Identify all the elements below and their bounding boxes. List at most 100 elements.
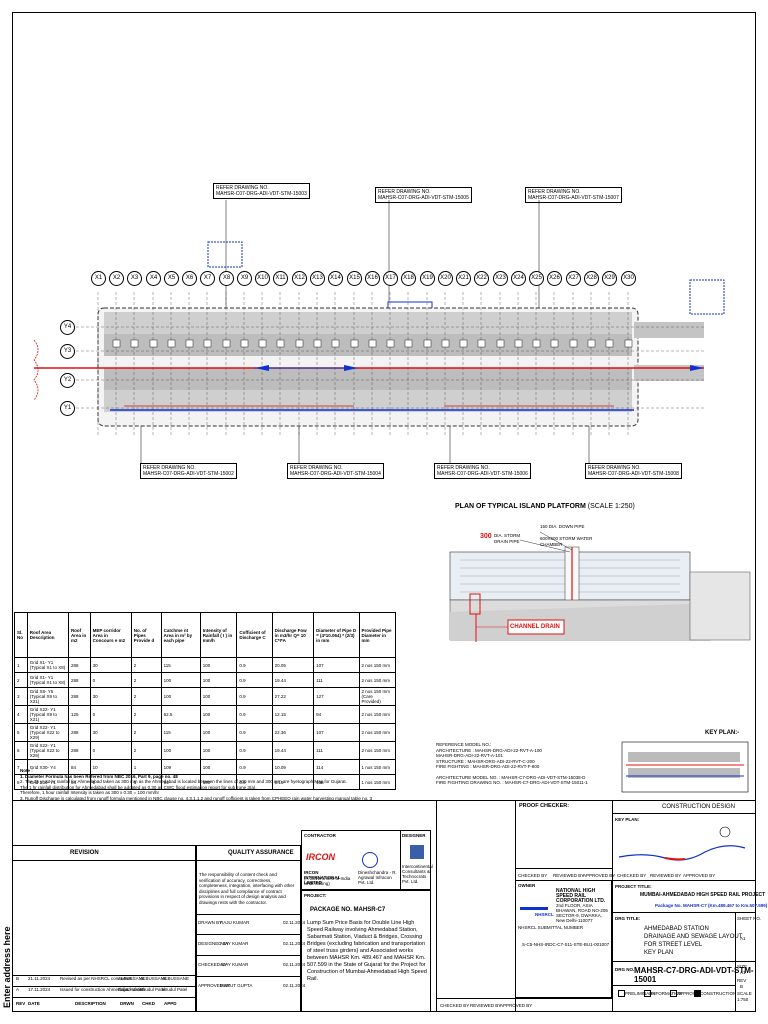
key-plan-diagram [621,741,749,793]
calc-cell: 3 [14,687,28,706]
label-down-pipe: 150 DIA. DOWN PIPE [540,524,585,529]
refer-box-bottom-4: REFER DRAWING NO.MAHSR-C07-DRG-ADI-VDT-S… [585,463,682,479]
calc-cell: 2 nos 150 mm [358,672,396,688]
calc-header-cell: Catchme nt Area in m² by each pipe [160,612,201,658]
project-package: Package No. MAHSR-C7 (Km.489.467 to Km.5… [655,903,768,908]
route-key-plan [618,826,746,861]
calc-cell: 100 [199,687,238,706]
calc-cell: 1 [14,657,28,673]
contractor-block [301,830,431,890]
grid-column-x7: X7 [200,271,215,286]
station-plan [33,200,725,464]
calc-header-cell: Diameter of Pipe D = (4*10.064) * (2/3) … [313,612,360,658]
grid-column-x16: X16 [365,271,380,286]
island-platform-section [449,531,751,642]
grid-column-x27: X27 [566,271,581,286]
label-storm-chamber: 600X600 STORM WATER CHAMBER [540,536,593,547]
calc-cell: 94 [160,774,201,790]
grid-column-x22: X22 [474,271,489,286]
calc-cell: Grid X1- Y1 (Typical X1 to X8) [26,657,69,673]
key-plan-label: KEY PLAN:- [705,730,740,736]
revision-block [12,845,196,1012]
calc-cell: 100 [160,741,201,760]
calc-cell: 0.9 [236,657,273,673]
calc-cell: 2 [130,741,162,760]
calc-cell: 0.9 [236,672,273,688]
calc-cell: 288 [67,723,91,742]
grid-column-x17: X17 [383,271,398,286]
calc-cell: 4 [14,705,28,724]
label-storm-drain: DIA. STORM DRAIN PIPE [494,533,521,544]
grid-column-x15: X15 [347,271,362,286]
grid-column-x1: X1 [91,271,106,286]
calc-cell: 94 [313,705,360,724]
calc-cell: 114 [313,759,360,775]
calc-cell: 288 [67,687,91,706]
grid-column-x6: X6 [182,271,197,286]
calc-cell: 2 [130,672,162,688]
calc-cell: 0.9 [236,723,273,742]
calc-header-cell: Intensity of Rainfall ( I ) in mm/h [199,612,238,658]
calc-cell: Grid X22- Y1 (Typical X22 to X29) [26,741,69,760]
calc-cell: 2 nos 150 mm [358,657,396,673]
status-approval-checkbox[interactable] [670,990,677,997]
grid-column-x2: X2 [109,271,124,286]
drawing-number: MAHSR-C7-DRG-ADI-VDT-STM-15001 [634,966,754,984]
label-channel-drain: CHANNEL DRAIN [510,624,560,630]
grid-row-y3: Y3 [60,344,75,359]
address-placeholder[interactable]: Enter address here [2,926,12,1008]
refer-box-top-1: REFER DRAWING NO.MAHSR-C07-DRG-ADI-VDT-S… [213,183,310,199]
calc-cell: Grid X1- Y1 (Typical X1 to X8) [26,672,69,688]
calc-cell: 0.9 [236,705,273,724]
calc-cell: 288 [67,741,91,760]
label-300: 300 [480,533,492,540]
calc-cell: 100 [199,657,238,673]
calc-cell: 111 [313,741,360,760]
calc-cell: 108 [313,774,360,790]
calc-cell: 30 [89,657,132,673]
grid-column-x14: X14 [328,271,343,286]
grid-row-y2: Y2 [60,373,75,388]
grid-row-y4: Y4 [60,320,75,335]
grid-column-x18: X18 [401,271,416,286]
status-construction-checkbox[interactable] [694,990,701,997]
calc-cell: 100 [199,705,238,724]
status-information-checkbox[interactable] [644,990,651,997]
grid-column-x19: X19 [420,271,435,286]
revision-header: REVISION [70,850,99,856]
calc-cell: Grid X22- Y1 (Typical X22 to X29) [26,723,69,742]
grid-column-x23: X23 [493,271,508,286]
calc-cell: 2 nos 150 mm (Care Provided) [358,687,396,706]
calc-header-cell: Provided Pipe Diameter in mm [358,612,396,658]
calc-cell: 2 nos 150 mm [358,705,396,724]
grid-column-x8: X8 [219,271,234,286]
calc-cell: 0 [89,741,132,760]
calc-cell: 0.9 [236,741,273,760]
calc-cell: 111 [313,672,360,688]
calc-header-cell: Cofficient of Discharge C [236,612,273,658]
calc-cell: Grid X30- Y1 [26,774,69,790]
calc-cell: 100 [160,687,201,706]
refer-box-bottom-1: REFER DRAWING NO.MAHSR-C07-DRG-ADI-VDT-S… [140,463,237,479]
calc-cell: 107 [313,657,360,673]
calc-cell: 0.9 [236,687,273,706]
calc-cell: 27.22 [271,687,315,706]
calc-cell: 0 [89,672,132,688]
grid-column-x24: X24 [511,271,526,286]
grid-column-x26: X26 [547,271,562,286]
status-preliminary-checkbox[interactable] [618,990,625,997]
project-title: MUMBAI-AHMEDABAD HIGH SPEED RAIL PROJECT [640,892,766,898]
grid-column-x25: X25 [529,271,544,286]
package-no: PACKAGE NO. MAHSR-C7 [310,907,386,913]
construction-design: CONSTRUCTION DESIGN [662,804,736,810]
grid-column-x20: X20 [438,271,453,286]
dra-logo-icon [362,852,378,868]
calc-cell: 30 [89,687,132,706]
calc-cell: 0 [89,774,132,790]
drawing-title: AHMEDABAD STATION DRAINAGE AND SEWAGE LA… [644,926,743,956]
nhsrcl-logo-icon [520,893,548,910]
